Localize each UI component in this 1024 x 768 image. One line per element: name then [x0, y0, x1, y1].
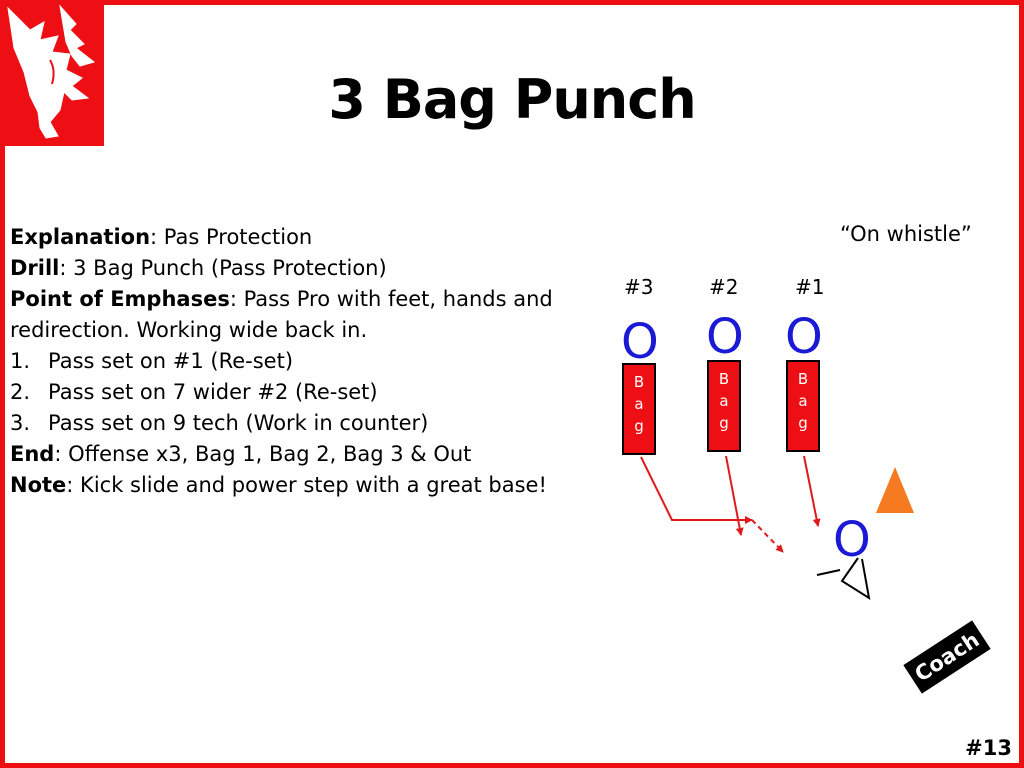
whistle-caption: “On whistle” [840, 222, 972, 246]
drill-description: Explanation: Pas Protection Drill: 3 Bag… [10, 222, 570, 501]
drill-line: Drill: 3 Bag Punch (Pass Protection) [10, 256, 387, 280]
end-line: End: Offense x3, Bag 1, Bag 2, Bag 3 & O… [10, 442, 472, 466]
emphasis-line: Point of Emphases: Pass Pro with feet, h… [10, 287, 553, 311]
path-arrow-bag3 [640, 456, 753, 524]
emphasis-continued-line: redirection. Working wide back in. [10, 318, 368, 342]
position-label-2: #2 [709, 275, 739, 299]
path-arrow-bag1 [803, 455, 821, 527]
slide-title: 3 Bag Punch [328, 68, 696, 131]
cone-icon [876, 467, 914, 513]
note-line: Note: Kick slide and power step with a g… [10, 473, 547, 497]
defender-stance-mark [816, 557, 871, 601]
path-arrow-bag2 [725, 455, 744, 536]
step-item: 3.Pass set on 9 tech (Work in counter) [10, 411, 429, 435]
offense-player-1: O [785, 309, 823, 365]
offense-player-3: O [621, 314, 659, 370]
offense-player-2: O [706, 309, 744, 365]
defender-player: O [833, 512, 871, 568]
hawk-logo-icon [0, 0, 104, 146]
step-item: 1.Pass set on #1 (Re-set) [10, 349, 294, 373]
page-number: #13 [965, 736, 1012, 760]
explanation-line: Explanation: Pas Protection [10, 225, 313, 249]
step-item: 2.Pass set on 7 wider #2 (Re-set) [10, 380, 378, 404]
position-label-1: #1 [795, 275, 825, 299]
position-label-3: #3 [624, 275, 654, 299]
path-arrow-dashed [751, 519, 784, 553]
